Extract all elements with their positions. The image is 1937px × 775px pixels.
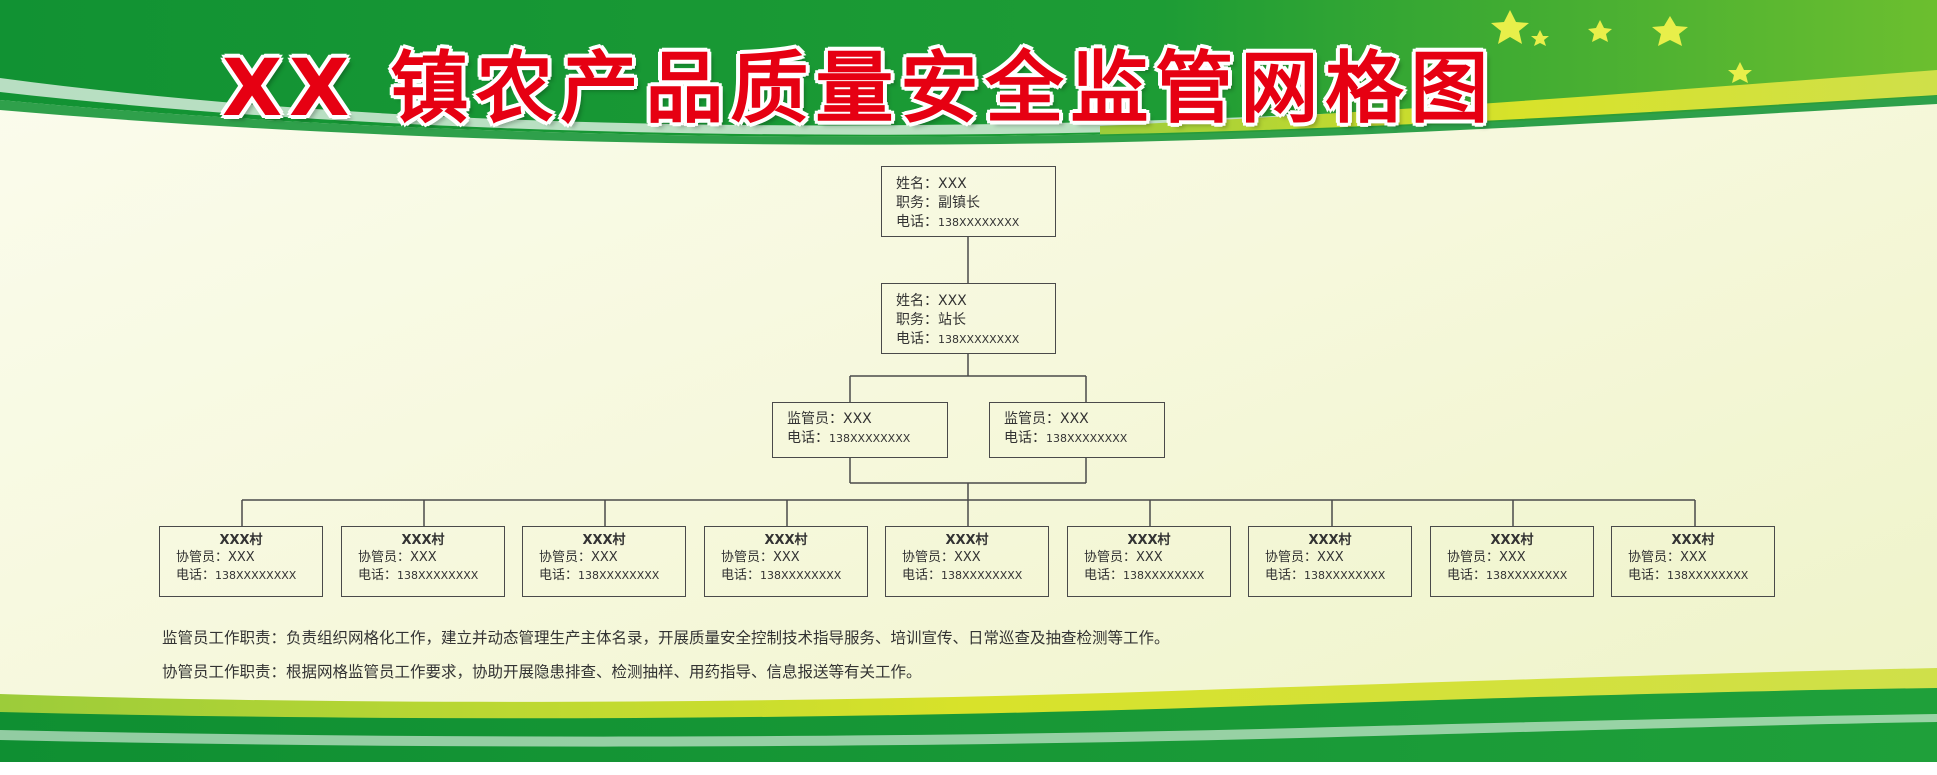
village-name: XXX村 [1308, 533, 1352, 548]
assistant-phone: 电话：138XXXXXXXX [721, 568, 842, 583]
star-icon [1531, 30, 1549, 46]
assistant-phone: 电话：138XXXXXXXX [1265, 568, 1386, 583]
assistant-name: 协管员：XXX [902, 550, 981, 565]
village-box: XXX村协管员：XXX 电话：138XXXXXXXX [1611, 526, 1775, 597]
village-box: XXX村协管员：XXX 电话：138XXXXXXXX [1067, 526, 1231, 597]
village-name: XXX村 [764, 533, 808, 548]
supervisor-box: 监管员：XXX 电话：138XXXXXXXX [989, 402, 1165, 458]
supervisor-name: 监管员：XXX [787, 411, 872, 427]
village-box: XXX村协管员：XXX 电话：138XXXXXXXX [522, 526, 686, 597]
village-box: XXX村协管员：XXX 电话：138XXXXXXXX [1430, 526, 1594, 597]
village-name: XXX村 [1671, 533, 1715, 548]
star-icons [1491, 10, 1752, 83]
bottom-white-stripe [0, 714, 1937, 747]
assistant-name: 协管员：XXX [721, 550, 800, 565]
assistant-phone: 电话：138XXXXXXXX [358, 568, 479, 583]
village-name: XXX村 [1490, 533, 1534, 548]
village-box: XXX村协管员：XXX 电话：138XXXXXXXX [704, 526, 868, 597]
village-name: XXX村 [219, 533, 263, 548]
leader-role: 职务：站长 [896, 312, 966, 328]
assistant-name: 协管员：XXX [1084, 550, 1163, 565]
assistant-phone: 电话：138XXXXXXXX [1447, 568, 1568, 583]
leader-box-deputy-mayor: 姓名：XXX 职务：副镇长 电话：138XXXXXXXX [881, 166, 1056, 237]
leader-phone: 电话：138XXXXXXXX [896, 214, 1020, 230]
village-name: XXX村 [1127, 533, 1171, 548]
poster-title: XX 镇农产品质量安全监管网格图 [222, 44, 1496, 134]
leader-role: 职务：副镇长 [896, 195, 980, 211]
village-box: XXX村协管员：XXX 电话：138XXXXXXXX [1248, 526, 1412, 597]
leader-name: 姓名：XXX [896, 293, 967, 309]
village-name: XXX村 [401, 533, 445, 548]
bottom-margin [0, 762, 1937, 775]
village-box: XXX村协管员：XXX 电话：138XXXXXXXX [159, 526, 323, 597]
assistant-name: 协管员：XXX [358, 550, 437, 565]
supervisor-phone: 电话：138XXXXXXXX [787, 430, 911, 446]
star-icon [1491, 10, 1529, 44]
assistant-phone: 电话：138XXXXXXXX [176, 568, 297, 583]
assistant-name: 协管员：XXX [176, 550, 255, 565]
bottom-green-band [0, 688, 1937, 775]
village-box: XXX村协管员：XXX 电话：138XXXXXXXX [885, 526, 1049, 597]
star-icon [1588, 20, 1612, 42]
assistant-name: 协管员：XXX [1265, 550, 1344, 565]
village-box: XXX村协管员：XXX 电话：138XXXXXXXX [341, 526, 505, 597]
star-icon [1728, 62, 1752, 83]
assistant-phone: 电话：138XXXXXXXX [1084, 568, 1205, 583]
supervisor-phone: 电话：138XXXXXXXX [1004, 430, 1128, 446]
top-banner [0, 0, 1937, 137]
assistant-name: 协管员：XXX [539, 550, 618, 565]
star-icon [1652, 16, 1688, 46]
assistant-name: 协管员：XXX [1447, 550, 1526, 565]
leader-name: 姓名：XXX [896, 176, 967, 192]
leader-box-station-head: 姓名：XXX 职务：站长 电话：138XXXXXXXX [881, 283, 1056, 354]
assistant-name: 协管员：XXX [1628, 550, 1707, 565]
supervisor-box: 监管员：XXX 电话：138XXXXXXXX [772, 402, 948, 458]
assistant-phone: 电话：138XXXXXXXX [1628, 568, 1749, 583]
assistant-phone: 电话：138XXXXXXXX [539, 568, 660, 583]
top-yellow-stripe [1100, 70, 1937, 136]
assistant-duty-text: 协管员工作职责：根据网格监管员工作要求，协助开展隐患排查、检测抽样、用药指导、信… [162, 663, 922, 681]
supervisor-name: 监管员：XXX [1004, 411, 1089, 427]
leader-phone: 电话：138XXXXXXXX [896, 331, 1020, 347]
connector-lines [241, 236, 1696, 526]
village-name: XXX村 [582, 533, 626, 548]
top-green-edge [0, 95, 1937, 145]
supervisor-duty-text: 监管员工作职责：负责组织网格化工作，建立并动态管理生产主体名录，开展质量安全控制… [162, 629, 1170, 647]
village-name: XXX村 [945, 533, 989, 548]
assistant-phone: 电话：138XXXXXXXX [902, 568, 1023, 583]
